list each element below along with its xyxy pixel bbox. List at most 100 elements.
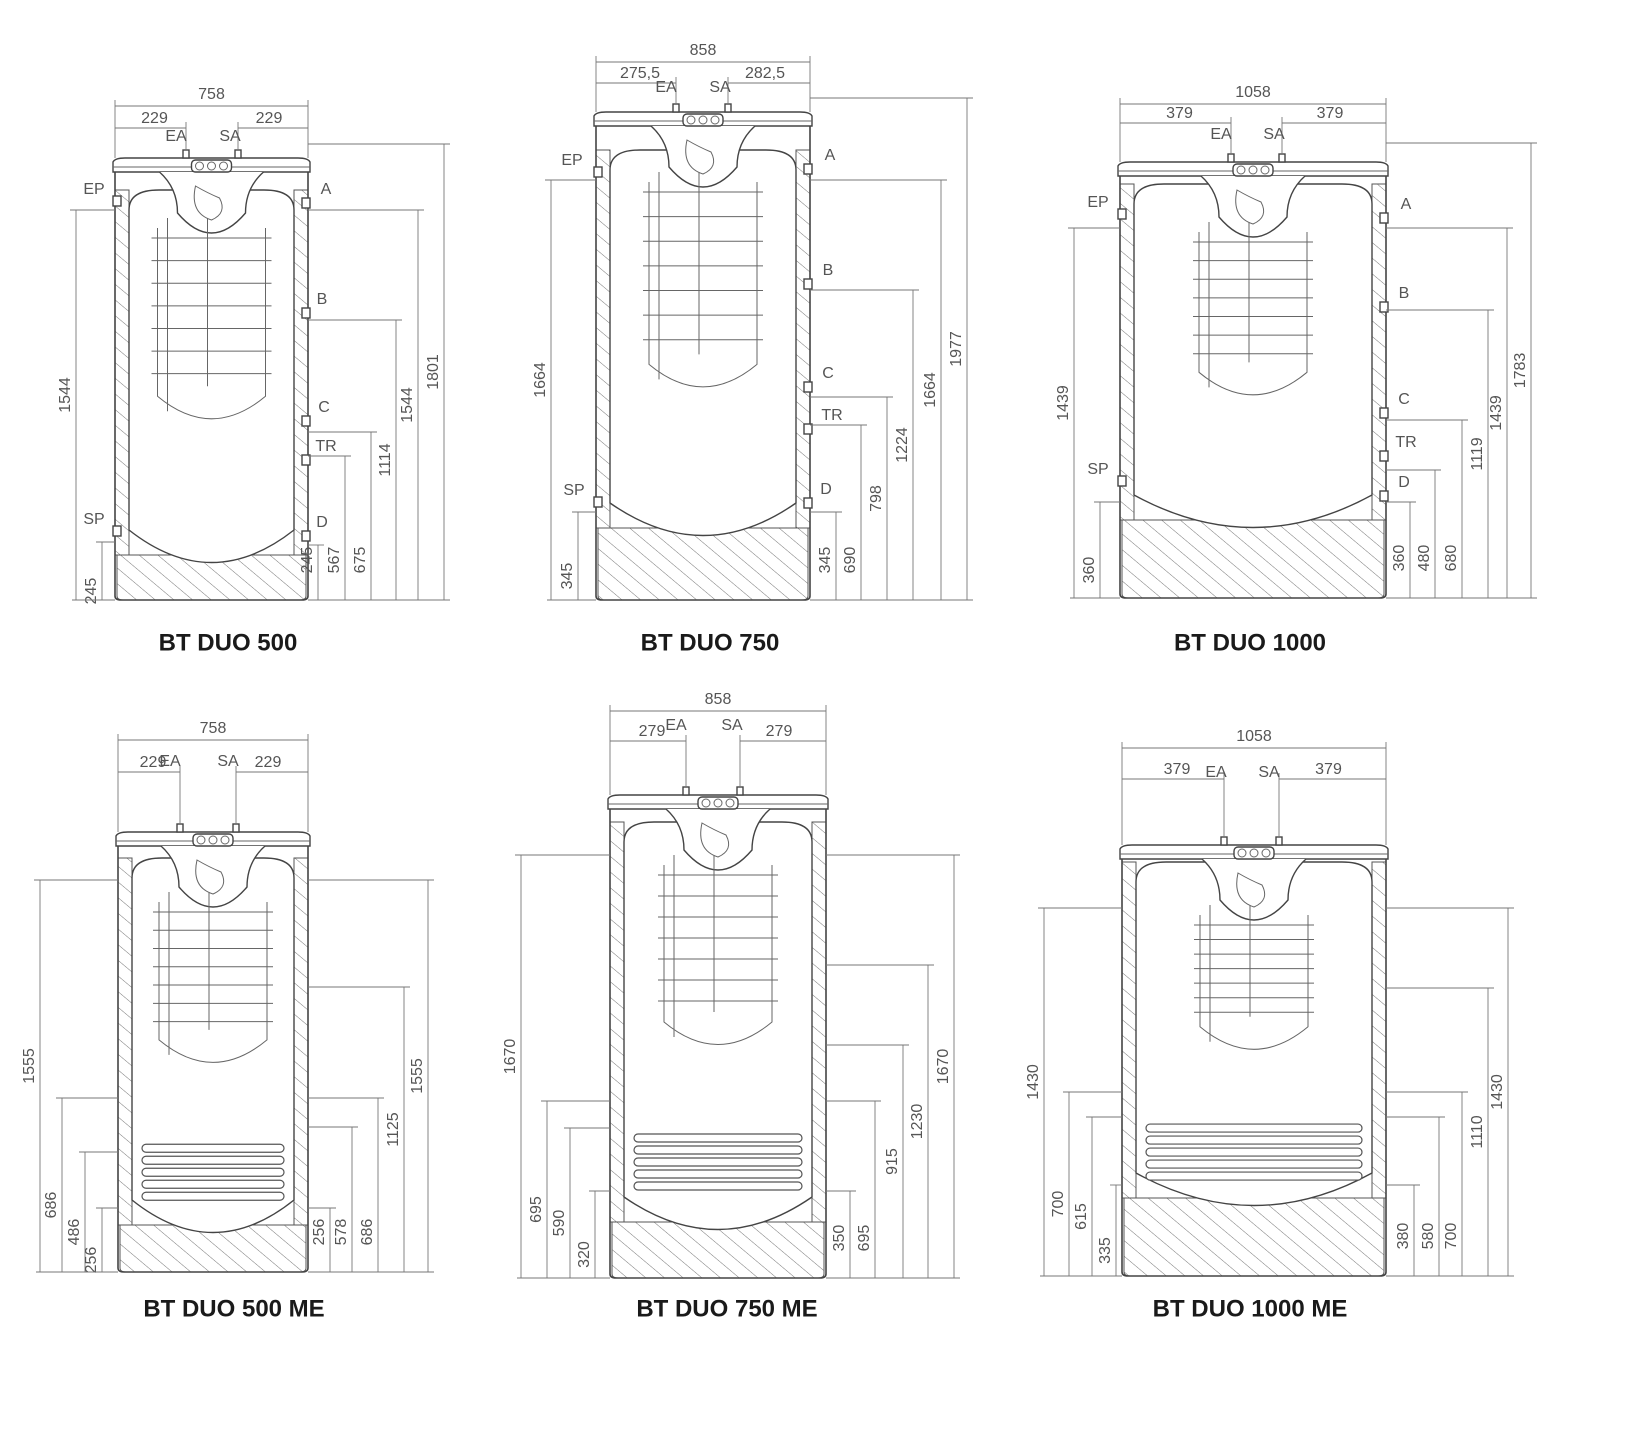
total-width-value: 758 (198, 86, 225, 103)
tank-wall-left (114, 189, 130, 556)
connection-stub (1379, 490, 1389, 502)
left-offset-value: 379 (1164, 761, 1191, 778)
right-connection-label: A (825, 147, 836, 164)
right-height-value: 680 (1443, 545, 1460, 572)
left-height-value: 1670 (502, 1039, 519, 1075)
tank-base (1123, 1197, 1385, 1277)
tank-wall-right (1371, 183, 1387, 521)
right-height-value: 1783 (1512, 353, 1529, 389)
right-offset-value: 282,5 (745, 65, 785, 82)
control-panel (192, 833, 234, 847)
coil-turn (1145, 1135, 1363, 1145)
left-height-value: 335 (1097, 1237, 1114, 1264)
top-label-2: SA (721, 717, 743, 734)
top-label-1: EA (159, 753, 181, 770)
right-connection-label: TR (1395, 434, 1416, 451)
control-panel (1233, 846, 1275, 860)
top-label-1: EA (655, 79, 677, 96)
control-knob-2 (1249, 848, 1259, 858)
right-height-value: 1977 (948, 331, 965, 367)
top-label-1: SA (1258, 764, 1280, 781)
inner-tank (131, 857, 295, 1234)
control-logo (700, 822, 730, 858)
right-connection-label: D (820, 481, 832, 498)
heat-exchanger-outline (648, 182, 758, 388)
connection-stub (301, 415, 311, 427)
left-height-value: 1664 (532, 362, 549, 398)
right-height-value: 1125 (385, 1112, 402, 1147)
right-height-value: 578 (333, 1219, 350, 1246)
connection-stub (301, 307, 311, 319)
right-height-value: 695 (856, 1225, 873, 1252)
coil-turn (633, 1181, 803, 1191)
right-height-value: 686 (359, 1219, 376, 1246)
left-height-value: 486 (66, 1219, 83, 1246)
left-height-value: 245 (83, 578, 100, 605)
left-connection-label: EP (83, 181, 104, 198)
heat-exchanger-outline (157, 228, 266, 420)
connection-stub (803, 497, 813, 509)
right-height-value: 1114 (377, 443, 394, 476)
model-title: BT DUO 1000 ME (1153, 1295, 1348, 1322)
sa-stub (1278, 153, 1286, 163)
right-height-value: 1230 (909, 1104, 926, 1140)
control-panel (1232, 163, 1274, 177)
control-knob-3 (725, 798, 735, 808)
top-label-1: EA (165, 128, 187, 145)
right-height-value: 480 (1416, 545, 1433, 572)
tank-wall-left (609, 821, 625, 1223)
coil-turn (141, 1143, 285, 1153)
sa-stub (724, 103, 732, 113)
right-height-value: 345 (817, 547, 834, 574)
inner-tank (623, 821, 813, 1231)
connection-stub (301, 530, 311, 542)
right-height-value: 567 (326, 547, 343, 574)
right-height-value: 245 (299, 547, 316, 574)
control-knob-2 (208, 835, 218, 845)
right-connection-label: C (318, 399, 330, 416)
left-height-value: 700 (1050, 1191, 1067, 1218)
left-connection-label: SP (1087, 461, 1108, 478)
coil-turn (633, 1157, 803, 1167)
top-label-2: SA (1263, 126, 1285, 143)
connection-stub (112, 525, 122, 537)
coil-turn (1145, 1147, 1363, 1157)
ea-stub (182, 149, 190, 159)
connection-stub (301, 197, 311, 209)
heat-exchanger-outline (663, 865, 773, 1045)
connection-stub (803, 381, 813, 393)
left-height-value: 615 (1073, 1203, 1090, 1230)
control-logo (685, 139, 715, 175)
connection-stub (803, 278, 813, 290)
right-connection-label: A (321, 181, 332, 198)
model-title: BT DUO 1000 (1174, 629, 1326, 656)
tank-wall-left (1121, 861, 1137, 1199)
top-label-2: EA (1205, 764, 1227, 781)
control-housing (160, 845, 266, 908)
coil-turn (141, 1167, 285, 1177)
right-height-value: 1439 (1488, 395, 1505, 431)
total-width-value: 858 (705, 691, 732, 708)
model-title: BT DUO 750 (641, 629, 780, 656)
model-title: BT DUO 500 (159, 629, 298, 656)
ea-stub (1275, 836, 1283, 846)
coil-turn (1145, 1171, 1363, 1181)
left-height-value: 1555 (21, 1048, 38, 1084)
coil-turn (141, 1179, 285, 1189)
right-height-value: 675 (352, 547, 369, 574)
left-height-value: 1430 (1025, 1064, 1042, 1100)
tank-wall-right (293, 857, 309, 1226)
ea-stub (176, 823, 184, 833)
right-connection-label: C (822, 365, 834, 382)
inner-tank (128, 189, 295, 564)
